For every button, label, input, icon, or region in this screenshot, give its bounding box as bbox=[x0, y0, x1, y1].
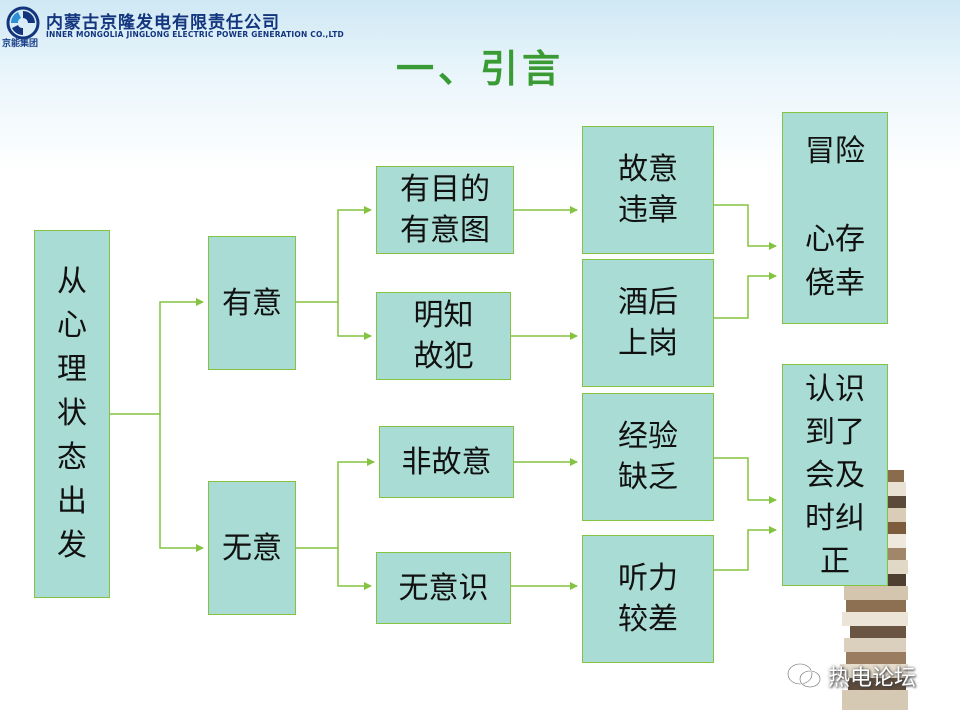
drunk-box: 酒后 上岗 bbox=[582, 259, 714, 387]
connector-root-branch bbox=[159, 414, 204, 552]
no-intent-box: 无意 bbox=[208, 481, 296, 615]
knowingly-box: 明知 故犯 bbox=[376, 292, 511, 380]
company-logo bbox=[6, 6, 40, 40]
non-deliberate-box: 非故意 bbox=[379, 426, 514, 498]
purposeful-box: 有目的 有意图 bbox=[376, 166, 514, 254]
root-box: 从 心 理 状 态 出 发 bbox=[34, 230, 110, 598]
connector-intent-branch bbox=[296, 206, 372, 303]
connector-merge bbox=[714, 204, 777, 250]
connector-intent-branch bbox=[337, 302, 372, 340]
violation-box: 故意 违章 bbox=[582, 126, 714, 254]
intent-box: 有意 bbox=[208, 236, 296, 370]
risk-box: 冒险 心存 侥幸 bbox=[782, 112, 888, 324]
slide-title: 一、引言 bbox=[395, 47, 564, 91]
watermark: 热电论坛 bbox=[786, 660, 916, 692]
connector-merge bbox=[714, 457, 777, 504]
connector-merge bbox=[714, 272, 777, 319]
unconscious-box: 无意识 bbox=[376, 552, 511, 624]
connector-merge bbox=[714, 526, 777, 571]
awareness-box: 认识 到了 会及 时纠 正 bbox=[782, 364, 888, 586]
inexperience-box: 经验 缺乏 bbox=[582, 393, 714, 521]
connector-root-branch bbox=[110, 298, 204, 415]
company-name-cn: 内蒙古京隆发电有限责任公司 bbox=[46, 13, 280, 33]
wechat-icon bbox=[787, 663, 821, 688]
poor-hearing-box: 听力 较差 bbox=[582, 535, 714, 663]
logo-caption: 京能集团 bbox=[2, 39, 39, 49]
connector-nointent-branch bbox=[337, 548, 372, 590]
watermark-text: 热电论坛 bbox=[828, 666, 917, 691]
connector-nointent-branch bbox=[296, 458, 375, 549]
company-name-en: INNER MONGOLIA JINGLONG ELECTRIC POWER G… bbox=[46, 30, 344, 39]
